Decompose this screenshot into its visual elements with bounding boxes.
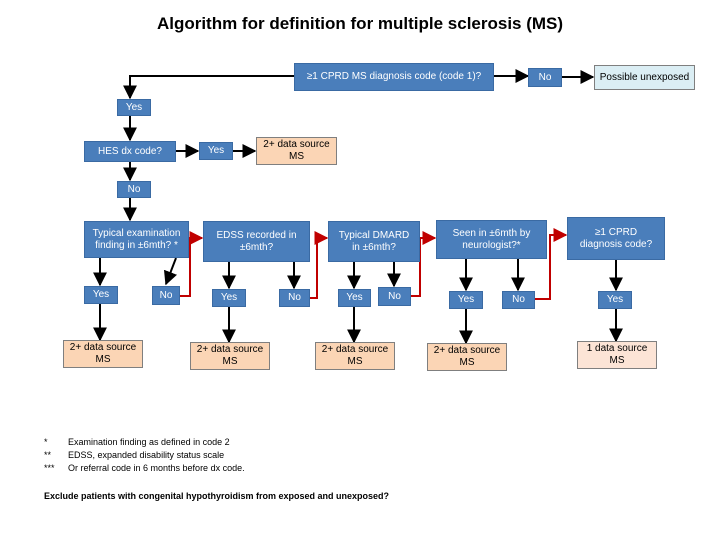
footnote: * Examination finding as defined in code… [44,436,245,449]
label-yes-exam: Yes [84,286,118,304]
footnote-text: Examination finding as defined in code 2 [68,437,230,447]
footnote-text: Or referral code in 6 months before dx c… [68,463,245,473]
arrow-no-exam-to-edss [180,231,204,297]
outcome-ms-edss: 2+ data source MS [190,342,270,370]
label-no-dmard: No [378,287,411,306]
label-no-exam: No [152,286,180,305]
footnote-text: EDSS, expanded disability status scale [68,450,225,460]
decision-edss-recorded: EDSS recorded in ±6mth? [203,221,310,262]
decision-typical-dmard: Typical DMARD in ±6mth? [328,221,420,262]
outcome-ms-dmard: 2+ data source MS [315,342,395,370]
exclusion-note: Exclude patients with congenital hypothy… [44,491,390,501]
arrow-no-dmard-to-neuro [411,231,437,297]
footnotes: * Examination finding as defined in code… [44,436,245,475]
footnote: *** Or referral code in 6 months before … [44,462,245,475]
arrow-no-neuro-to-cprd2 [535,228,568,300]
outcome-ms-single-source: 1 data source MS [577,341,657,369]
footnote-mark: * [44,437,48,447]
outcome-ms-exam: 2+ data source MS [63,340,143,368]
label-yes-cprd: Yes [117,99,151,116]
arrow-cprd-to-yes [123,75,294,100]
arrow-exam-to-no [163,257,178,286]
outcome-ms-hes: 2+ data source MS [256,137,337,165]
label-yes-hes: Yes [199,142,233,160]
label-yes-cprd2: Yes [598,291,632,309]
footnote-mark: ** [44,450,52,460]
arrow-no-edss-to-dmard [310,231,329,299]
label-no-edss: No [279,289,310,307]
decision-hes-dx-code: HES dx code? [84,141,176,162]
label-no-top: No [528,68,562,87]
label-yes-edss: Yes [212,289,246,307]
footnote-mark: *** [44,463,55,473]
diagram-title: Algorithm for definition for multiple sc… [156,14,564,33]
outcome-possible-unexposed: Possible unexposed [594,65,695,90]
label-yes-dmard: Yes [338,289,371,307]
label-yes-neuro: Yes [449,291,483,309]
label-no-hes: No [117,181,151,198]
footnote: ** EDSS, expanded disability status scal… [44,449,245,462]
decision-seen-by-neurologist: Seen in ±6mth by neurologist?* [436,220,547,259]
decision-cprd-ms-code: ≥1 CPRD MS diagnosis code (code 1)? [294,63,494,91]
decision-cprd-diagnosis-code: ≥1 CPRD diagnosis code? [567,217,665,260]
outcome-ms-neuro: 2+ data source MS [427,343,507,371]
decision-typical-examination: Typical examination finding in ±6mth? * [84,221,189,258]
label-no-neuro: No [502,291,535,309]
